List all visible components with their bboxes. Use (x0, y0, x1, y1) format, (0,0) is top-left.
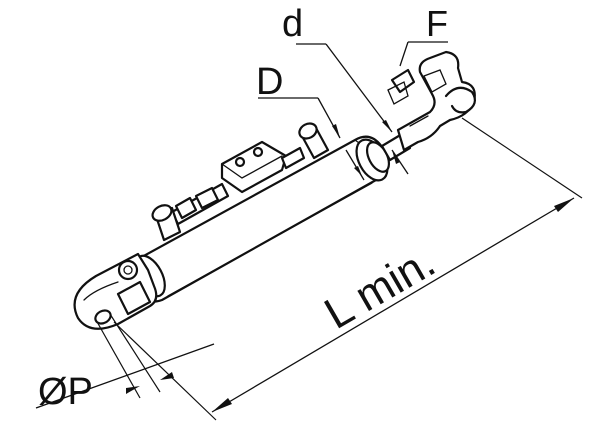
label-D: D (256, 61, 283, 103)
clevis-eye (73, 252, 158, 330)
dimension-D (258, 97, 365, 181)
label-L-min: L min. (317, 237, 444, 339)
dimension-d (296, 43, 409, 175)
dimension-L-min (113, 117, 583, 421)
dimension-F (399, 41, 448, 67)
dimension-P (35, 313, 215, 409)
label-F: F (426, 3, 448, 44)
label-d: d (282, 3, 303, 45)
hydraulic-ports (151, 122, 330, 242)
hook-end (387, 50, 477, 152)
label-P: ØP (38, 371, 93, 413)
